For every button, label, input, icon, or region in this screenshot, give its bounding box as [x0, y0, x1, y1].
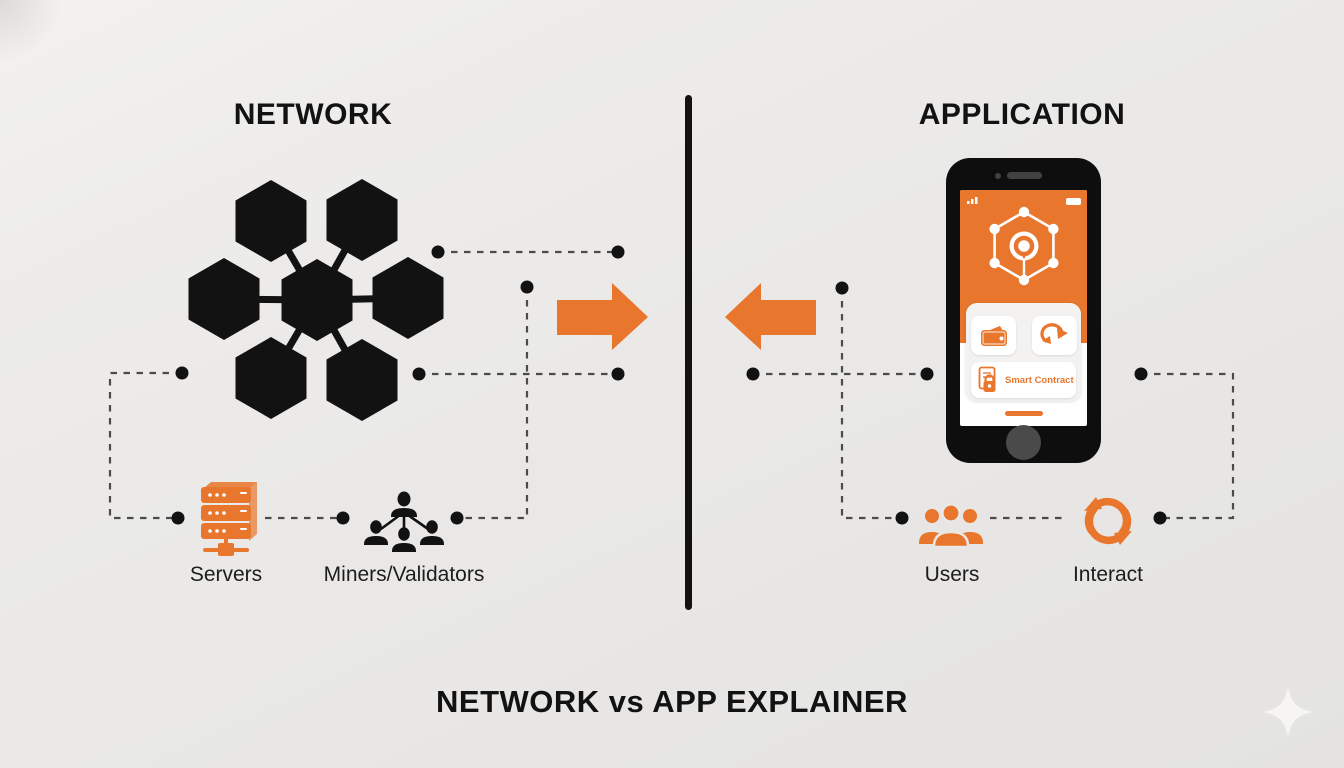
home-button [1006, 425, 1041, 460]
swap-arrow-icon [1039, 322, 1068, 344]
miners-validators-label: Miners/Validators [323, 563, 485, 586]
phone-app-panel: Smart Contract [966, 303, 1081, 401]
home-indicator-bar [1005, 411, 1043, 416]
dashed-connectors [108, 250, 1235, 520]
connector-dots [171, 245, 1167, 525]
people-hierarchy-icon [364, 491, 444, 552]
smartphone: Smart Contract [946, 158, 1101, 463]
paper-corner-shadow [0, 0, 90, 70]
phone-speaker [1007, 172, 1042, 179]
arrow-right-icon [557, 283, 648, 350]
servers-label: Servers [189, 563, 263, 586]
phone-camera-dot [995, 173, 1001, 179]
sparkle-icon [1262, 686, 1314, 738]
page-title: NETWORK vs APP EXPLAINER [436, 684, 908, 719]
smart-contract-label: Smart Contract [1005, 374, 1074, 386]
arrow-left-icon [725, 283, 816, 350]
circular-arrows-icon [1084, 497, 1132, 545]
server-stack-icon [201, 482, 257, 556]
hexagon-node-logo-icon [967, 197, 1081, 286]
document-lock-icon [978, 366, 996, 392]
center-divider [685, 95, 692, 610]
users-label: Users [924, 563, 980, 586]
wallet-icon [980, 325, 1007, 346]
wallet-card [971, 316, 1016, 355]
network-heading: NETWORK [233, 98, 393, 131]
swap-card [1032, 316, 1077, 355]
application-heading: APPLICATION [918, 98, 1126, 131]
smart-contract-card: Smart Contract [971, 362, 1076, 398]
phone-screen: Smart Contract [960, 190, 1087, 426]
user-group-icon [919, 503, 983, 549]
interact-label: Interact [1072, 563, 1144, 586]
hexagon-network-icon [188, 179, 444, 421]
